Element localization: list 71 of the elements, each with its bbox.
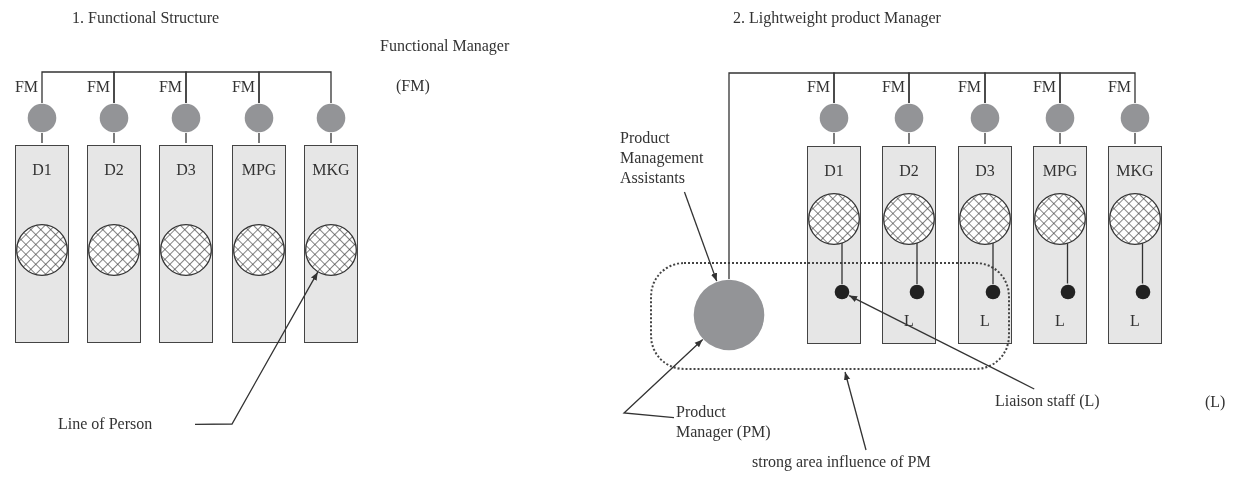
leader-arrow [848, 294, 1035, 390]
annotation-text: Line of Person [58, 414, 193, 436]
annotation-text: Product Manager (PM) [676, 402, 786, 444]
department-column [159, 145, 213, 343]
connector-line [258, 132, 260, 144]
fm-label: FM [86, 77, 110, 97]
leader-arrow [844, 371, 867, 451]
department-column [15, 145, 69, 343]
department-column [304, 145, 358, 343]
connector-line [1066, 242, 1069, 285]
column-label: D3 [175, 160, 197, 180]
connector-line [1141, 242, 1144, 285]
connector-line [833, 72, 910, 104]
connector-line [984, 132, 986, 145]
connector-line [185, 71, 260, 104]
fm-label: FM [957, 77, 981, 97]
department-column [232, 145, 286, 343]
connector-line [330, 132, 332, 144]
connector-line [908, 72, 986, 104]
connector-line [41, 132, 43, 144]
column-label: D3 [974, 161, 996, 181]
department-column [958, 146, 1012, 344]
connector-line [908, 132, 910, 145]
connector-line [1059, 72, 1136, 104]
connector-line [41, 71, 115, 104]
column-label: D2 [898, 161, 920, 181]
connector-line [984, 72, 1061, 104]
department-column [87, 145, 141, 343]
connector-line [728, 72, 835, 280]
column-label: MPG [1041, 161, 1079, 181]
liaison-label: L [1129, 311, 1141, 331]
leader-arrow [194, 271, 319, 425]
legend-note: (L) [1205, 392, 1226, 412]
fm-label: FM [1107, 77, 1131, 97]
connector-line [992, 242, 994, 285]
fm-label: FM [158, 77, 182, 97]
column-label: D1 [31, 160, 53, 180]
panel-title: 2. Lightweight product Manager [733, 8, 941, 28]
department-column [882, 146, 936, 344]
column-label: D1 [823, 161, 845, 181]
leader-arrow [683, 191, 718, 282]
connector-line [1059, 132, 1061, 145]
connector-line [113, 132, 115, 144]
column-label: D2 [103, 160, 125, 180]
connector-line [833, 132, 835, 145]
annotation-text: strong area influence of PM [752, 452, 987, 474]
connector-line [916, 242, 918, 285]
column-label: MPG [240, 160, 278, 180]
column-label: MKG [311, 160, 351, 180]
panel-title: 1. Functional Structure [72, 8, 220, 28]
fm-label: FM [231, 77, 255, 97]
connector-line [113, 71, 187, 104]
annotation-text: Product Management Assistants [620, 128, 725, 190]
department-column [1033, 146, 1087, 344]
legend-note: (FM) [396, 76, 430, 96]
fm-label: FM [881, 77, 905, 97]
liaison-label: L [1054, 311, 1066, 331]
connector-line [1134, 132, 1136, 145]
fm-label: FM [1032, 77, 1056, 97]
fm-label: FM [806, 77, 830, 97]
liaison-label: L [979, 311, 991, 331]
fm-label: FM [14, 77, 38, 97]
connector-line [185, 132, 187, 144]
department-column [1108, 146, 1162, 344]
department-column [807, 146, 861, 344]
legend-note: Functional Manager [380, 36, 510, 56]
annotation-text: Liaison staff (L) [995, 391, 1125, 413]
column-label: MKG [1115, 161, 1155, 181]
connector-line [258, 71, 332, 104]
leader-arrow [622, 338, 704, 419]
connector-line [841, 242, 843, 285]
